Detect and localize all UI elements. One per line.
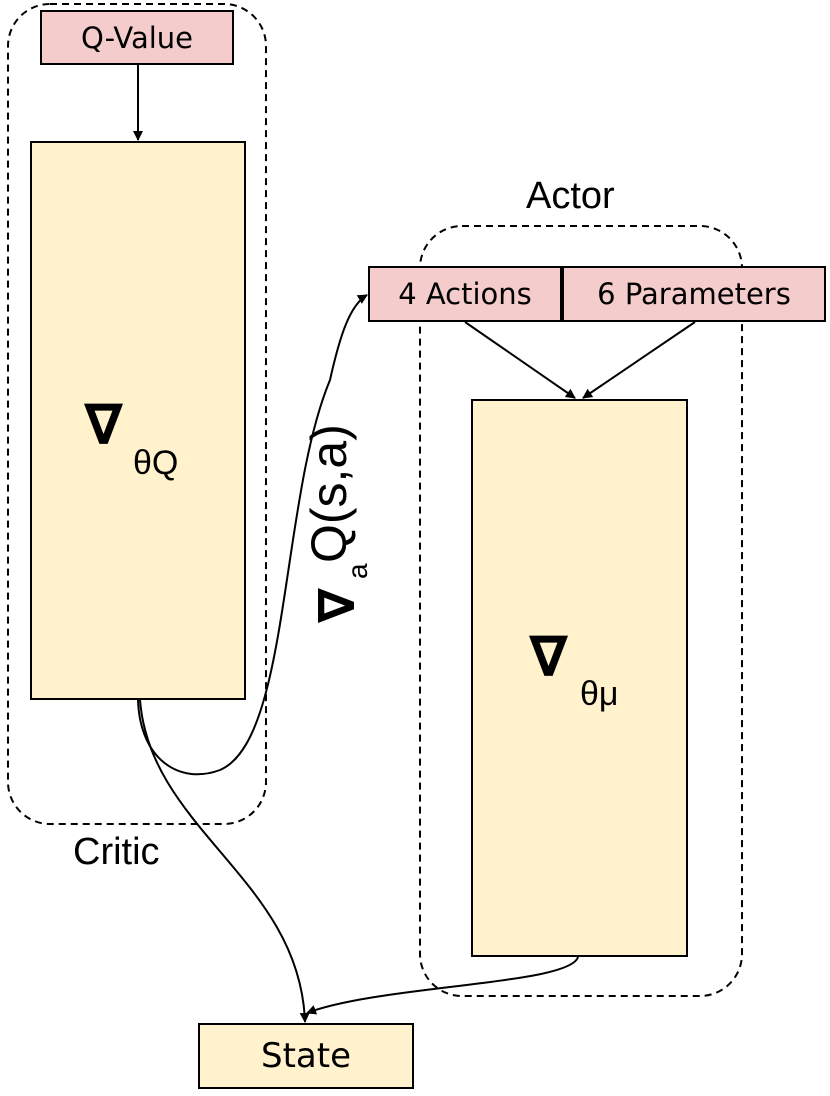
critic-gradient-subscript: θQ [133, 444, 179, 482]
state-box: State [198, 1023, 414, 1089]
q-value-box: Q-Value [40, 10, 234, 65]
actions-box: 4 Actions [368, 266, 562, 322]
actions-to-actor-arrow [464, 321, 576, 399]
actions-label: 4 Actions [398, 277, 532, 311]
critic-group-label: Critic [73, 831, 160, 873]
action-gradient-subscript: a [342, 563, 373, 579]
actor-group-label: Actor [526, 175, 615, 217]
actor-gradient-nabla-icon: ∇ [529, 625, 569, 690]
critic-gradient-nabla-icon: ∇ [84, 393, 124, 458]
critic-to-state-curve [139, 699, 310, 1023]
state-label: State [261, 1036, 351, 1076]
action-gradient-curve [137, 294, 368, 776]
parameters-label: 6 Parameters [597, 277, 791, 311]
action-gradient-expression: Q(s,a) [301, 424, 357, 563]
actor-gradient-subscript: θμ [580, 675, 619, 713]
action-gradient-nabla-icon: ∇ [308, 588, 366, 623]
parameters-to-actor-arrow [582, 321, 696, 399]
actor-network-box [471, 399, 688, 957]
q-value-label: Q-Value [80, 20, 194, 55]
critic-network-box [30, 141, 246, 700]
actor-to-state-curve [306, 956, 579, 1015]
parameters-box: 6 Parameters [562, 266, 826, 322]
critic-group-outline [7, 3, 267, 825]
action-gradient-label: ∇ a Q(s,a) [300, 403, 373, 623]
